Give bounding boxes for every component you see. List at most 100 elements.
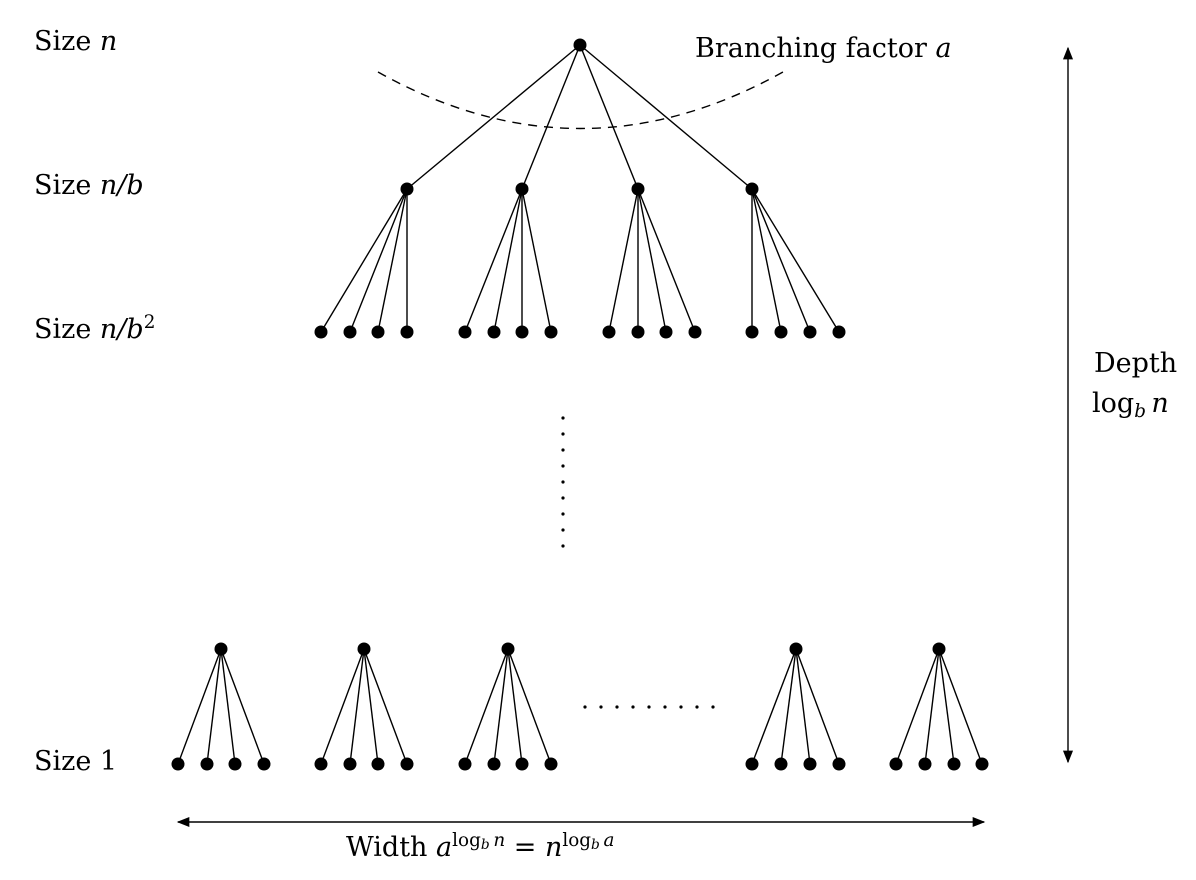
leaf-node bbox=[745, 757, 759, 771]
leaf-node bbox=[889, 757, 903, 771]
horizontal-dot bbox=[599, 705, 603, 709]
horizontal-dot bbox=[583, 705, 587, 709]
tree-edge bbox=[924, 648, 940, 765]
level2-node bbox=[631, 325, 645, 339]
leaf-node bbox=[515, 757, 529, 771]
tree-edge bbox=[464, 648, 509, 765]
leaf-node bbox=[314, 757, 328, 771]
vertical-dot bbox=[561, 496, 565, 500]
tree-edge bbox=[507, 648, 523, 765]
level-label-size-n: Size n bbox=[34, 26, 118, 57]
tree-edge bbox=[493, 188, 523, 333]
depth-label: Depth bbox=[1094, 348, 1178, 379]
leaf-node bbox=[228, 757, 242, 771]
tree-edge bbox=[579, 44, 753, 190]
leaf-node bbox=[774, 757, 788, 771]
horizontal-ellipsis bbox=[583, 705, 715, 709]
tree-edge bbox=[795, 648, 840, 765]
tree-edges bbox=[177, 44, 983, 765]
tree-edge bbox=[320, 648, 365, 765]
vertical-dot bbox=[561, 512, 565, 516]
bottom-parent-node bbox=[932, 642, 946, 656]
tree-edge bbox=[363, 648, 379, 765]
vertical-dot bbox=[561, 464, 565, 468]
vertical-dot bbox=[561, 480, 565, 484]
level2-node bbox=[544, 325, 558, 339]
tree-edge bbox=[780, 648, 797, 765]
level2-node bbox=[688, 325, 702, 339]
level2-node bbox=[458, 325, 472, 339]
vertical-ellipsis bbox=[561, 416, 565, 548]
branching-factor-arc bbox=[377, 71, 784, 130]
vertical-dot bbox=[561, 416, 565, 420]
leaf-node bbox=[975, 757, 989, 771]
level2-node bbox=[343, 325, 357, 339]
level2-node bbox=[659, 325, 673, 339]
tree-edge bbox=[637, 188, 667, 333]
tree-edge bbox=[751, 188, 840, 333]
depth-formula: logb n bbox=[1092, 388, 1169, 423]
level2-node bbox=[803, 325, 817, 339]
leaf-node bbox=[487, 757, 501, 771]
tree-edge bbox=[507, 648, 552, 765]
tree-edge bbox=[406, 44, 581, 190]
bottom-parent-node bbox=[357, 642, 371, 656]
level2-node bbox=[314, 325, 328, 339]
horizontal-dot bbox=[615, 705, 619, 709]
tree-edge bbox=[938, 648, 955, 765]
vertical-dot bbox=[561, 432, 565, 436]
tree-edge bbox=[320, 188, 408, 333]
tree-edge bbox=[895, 648, 940, 765]
tree-edge bbox=[751, 188, 811, 333]
level2-node bbox=[774, 325, 788, 339]
tree-edge bbox=[637, 188, 696, 333]
leaf-node bbox=[400, 757, 414, 771]
tree-nodes bbox=[171, 38, 989, 771]
tree-edge bbox=[493, 648, 509, 765]
tree-edge bbox=[751, 648, 797, 765]
leaf-node bbox=[918, 757, 932, 771]
tree-edge bbox=[579, 44, 639, 190]
leaf-node bbox=[832, 757, 846, 771]
leaf-node bbox=[458, 757, 472, 771]
tree-edge bbox=[206, 648, 222, 765]
tree-edge bbox=[521, 188, 552, 333]
tree-edge bbox=[795, 648, 811, 765]
level2-node bbox=[371, 325, 385, 339]
level-label-size-n-over-b-squared: Size n/b2 bbox=[34, 311, 156, 345]
tree-edge bbox=[349, 188, 408, 333]
tree-edge bbox=[608, 188, 639, 333]
tree-edge bbox=[363, 648, 408, 765]
leaf-node bbox=[371, 757, 385, 771]
tree-edge bbox=[938, 648, 983, 765]
bottom-parent-node bbox=[214, 642, 228, 656]
tree-edge bbox=[220, 648, 236, 765]
level1-node bbox=[400, 182, 414, 196]
level-label-size-n-over-b: Size n/b bbox=[34, 170, 144, 201]
horizontal-dot bbox=[695, 705, 699, 709]
root-node bbox=[573, 38, 587, 52]
level2-node bbox=[602, 325, 616, 339]
branching-factor-label: Branching factor a bbox=[695, 33, 952, 64]
level2-node bbox=[515, 325, 529, 339]
level2-node bbox=[400, 325, 414, 339]
level1-node bbox=[515, 182, 529, 196]
vertical-dot bbox=[561, 544, 565, 548]
tree-edge bbox=[220, 648, 265, 765]
vertical-dot bbox=[561, 528, 565, 532]
leaf-node bbox=[200, 757, 214, 771]
width-label: Width alogb n = nlogb a bbox=[346, 829, 615, 863]
leaf-node bbox=[343, 757, 357, 771]
horizontal-dot bbox=[711, 705, 715, 709]
leaf-node bbox=[803, 757, 817, 771]
horizontal-dot bbox=[679, 705, 683, 709]
level2-node bbox=[832, 325, 846, 339]
tree-edge bbox=[521, 44, 581, 190]
vertical-dot bbox=[561, 448, 565, 452]
bottom-parent-node bbox=[789, 642, 803, 656]
tree-edge bbox=[349, 648, 365, 765]
leaf-node bbox=[544, 757, 558, 771]
horizontal-dot bbox=[631, 705, 635, 709]
horizontal-dot bbox=[647, 705, 651, 709]
horizontal-dot bbox=[663, 705, 667, 709]
